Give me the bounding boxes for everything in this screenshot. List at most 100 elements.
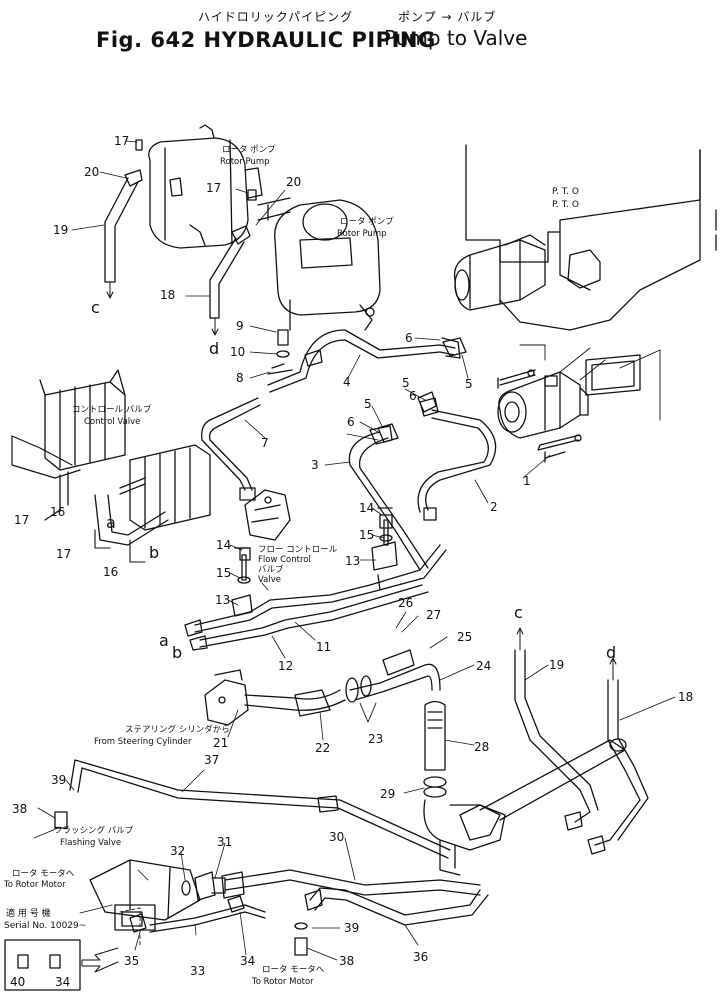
steering-block <box>204 669 249 726</box>
pipe-2 <box>417 409 497 513</box>
pipe-12 <box>199 584 429 648</box>
part-number: 13 <box>215 593 231 607</box>
part-number: 34 <box>240 954 256 968</box>
part-number: 12 <box>278 659 294 673</box>
serial-inset-box <box>4 939 81 991</box>
part-number: 5 <box>364 397 372 411</box>
control-valve-label-en: Control Valve <box>84 417 141 427</box>
part-number: 36 <box>413 950 429 964</box>
hose-30 <box>224 869 481 896</box>
part-number: 32 <box>170 844 186 858</box>
part-number: 6 <box>347 415 355 429</box>
part-number: 39 <box>344 921 360 935</box>
part-number: 20 <box>286 175 302 189</box>
subtitle-jp: ポンプ → バルブ <box>398 10 497 24</box>
rotor-pump-label-jp-2: ロータ ポンプ <box>340 217 394 227</box>
control-valve <box>39 369 211 531</box>
part-number: 7 <box>261 436 269 450</box>
part-number: 10 <box>230 345 246 359</box>
part-number: 5 <box>402 376 410 390</box>
part-number: 8 <box>236 371 244 385</box>
connection-letter: b <box>149 543 160 562</box>
part-number: 31 <box>217 835 233 849</box>
part-number: 18 <box>678 690 694 704</box>
part-number: 34 <box>55 975 71 989</box>
inset-arrow <box>81 947 119 973</box>
hose-19 <box>104 177 139 283</box>
steering-label-jp: ステアリング シリンダから <box>125 725 230 735</box>
part-number: 27 <box>426 608 442 622</box>
part-number: 30 <box>329 830 345 844</box>
part-number: 5 <box>465 377 473 391</box>
hose-36 <box>309 887 489 926</box>
connection-letter: d <box>209 339 220 358</box>
part-number: 1 <box>523 474 531 488</box>
part-number: 16 <box>50 505 66 519</box>
part-number: 25 <box>457 630 473 644</box>
part-number: 21 <box>213 736 229 750</box>
part-number: 2 <box>490 500 498 514</box>
hose-19-lower <box>514 649 599 823</box>
rotor-pump-right <box>257 197 381 331</box>
flow-control-label-jp: フロー コントロール <box>258 545 338 555</box>
rotor-motor-label-jp: ロータ モータへ <box>12 869 75 879</box>
hose-18-lower <box>594 679 649 846</box>
part-number: 9 <box>236 319 244 333</box>
control-valve-label-jp: コントロール バルブ <box>72 405 152 415</box>
part-number: 26 <box>398 596 414 610</box>
connection-letter: a <box>106 513 116 532</box>
part-number: 16 <box>103 565 119 579</box>
part-number: 28 <box>474 740 490 754</box>
part-number: 14 <box>216 538 232 552</box>
part-number: 17 <box>14 513 30 527</box>
flashing-label-jp: フラッシング バルブ <box>54 826 134 836</box>
rotor-pump-label-en-2: Rotor Pump <box>337 229 387 239</box>
part-number: 14 <box>359 501 375 515</box>
hose-28 <box>424 700 446 771</box>
rotor-motor-label-jp-2: ロータ モータへ <box>262 965 325 975</box>
hose-18 <box>209 237 245 319</box>
hose-22 <box>244 689 346 711</box>
part-number: 15 <box>216 566 232 580</box>
part-number: 38 <box>12 802 28 816</box>
pipe-7 <box>201 397 261 491</box>
connection-letter: a <box>159 631 169 650</box>
pipe-4 <box>267 329 456 393</box>
pto-pump <box>453 234 546 311</box>
connection-letter: c <box>91 298 100 317</box>
part-number: 20 <box>84 165 100 179</box>
part-number: 11 <box>316 640 332 654</box>
connection-letter: b <box>172 643 183 662</box>
serial-label-jp: 適 用 号 機 <box>6 909 51 919</box>
subtitle-en: Pump to Valve <box>384 26 528 50</box>
valve-label-en: Valve <box>258 575 281 585</box>
connection-letter: d <box>606 643 617 662</box>
rotor-motor-label-en-2: To Rotor Motor <box>252 977 314 987</box>
part-number: 39 <box>51 773 67 787</box>
part-number: 38 <box>339 954 355 968</box>
flow-control-valve <box>244 489 291 541</box>
rotor-motor-label-en: To Rotor Motor <box>4 880 66 890</box>
part-number: 22 <box>315 741 331 755</box>
page-title: Fig. 642 HYDRAULIC PIPING <box>96 28 436 52</box>
rotor-pump-label-jp: ロータ ポンプ <box>222 145 276 155</box>
part-number: 15 <box>359 528 375 542</box>
part-number: 3 <box>311 458 319 472</box>
part-number: 6 <box>405 331 413 345</box>
serial-label-en: Serial No. 10029~ <box>4 921 87 931</box>
valve-label-jp: バルブ <box>258 565 284 575</box>
part-number: 17 <box>206 181 222 195</box>
gasket <box>585 354 641 396</box>
part-number: 24 <box>476 659 492 673</box>
part-number: 4 <box>343 375 351 389</box>
pipe-large <box>479 739 626 821</box>
flow-control-label-en: Flow Control <box>258 555 311 565</box>
title-jp: ハイドロリックパイピング <box>198 10 354 24</box>
part-number: 17 <box>114 134 130 148</box>
elbow-24 <box>349 663 441 701</box>
part-number: 19 <box>549 658 565 672</box>
part-number: 40 <box>10 975 26 989</box>
pipe-37 <box>69 759 451 859</box>
